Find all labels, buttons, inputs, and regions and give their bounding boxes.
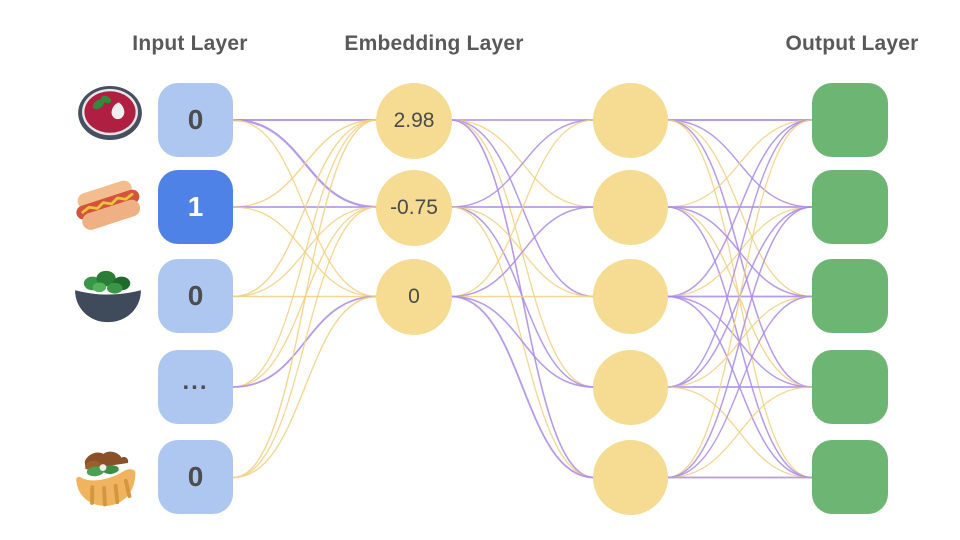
input-node-3: 0 <box>158 259 233 333</box>
embedding-node-3: 0 <box>376 259 452 335</box>
edge <box>450 119 595 298</box>
hidden-node-4 <box>593 350 668 425</box>
edge <box>232 119 378 479</box>
edge <box>450 206 595 298</box>
embedding-node-1: 2.98 <box>376 83 452 159</box>
input-node-5-value: 0 <box>187 461 204 492</box>
salad-bowl-icon <box>75 270 141 323</box>
edge <box>666 119 813 298</box>
edge <box>232 119 378 208</box>
input-node-4: ... <box>158 350 233 424</box>
soup-bowl-icon <box>78 85 142 141</box>
output-node-3 <box>812 259 888 333</box>
pita-sandwich-icon <box>73 451 138 509</box>
input-node-5: 0 <box>158 440 233 514</box>
embedding-layer-title: Embedding Layer <box>344 32 524 55</box>
output-node-5 <box>812 440 888 514</box>
input-node-1-value: 0 <box>187 104 204 135</box>
output-node-1 <box>812 83 888 157</box>
edge <box>666 119 813 388</box>
edge <box>666 119 813 208</box>
edge <box>232 119 378 388</box>
input-node-1: 0 <box>158 83 233 157</box>
edge <box>450 119 595 208</box>
input-layer-title: Input Layer <box>132 32 248 55</box>
edge <box>450 295 595 479</box>
embedding-node-3-value: 0 <box>408 285 420 308</box>
edge <box>666 295 813 479</box>
output-node-2 <box>812 170 888 244</box>
hot-dog-icon <box>76 180 141 230</box>
hidden-node-1 <box>593 83 668 158</box>
edge <box>450 295 595 388</box>
hidden-node-5 <box>593 440 668 515</box>
input-node-4-value: ... <box>182 368 209 395</box>
input-node-3-value: 0 <box>187 280 204 311</box>
output-node-4 <box>812 350 888 424</box>
edge <box>232 206 378 479</box>
hidden-node-2 <box>593 170 668 245</box>
edge <box>666 206 813 479</box>
hidden-node-3 <box>593 259 668 334</box>
output-layer-title: Output Layer <box>785 32 919 55</box>
edge <box>450 119 595 388</box>
input-node-2: 1 <box>158 170 233 244</box>
edge <box>666 386 813 479</box>
edge <box>232 295 378 479</box>
embedding-node-2-value: -0.75 <box>390 196 438 219</box>
edge <box>666 119 813 479</box>
embedding-node-2: -0.75 <box>376 170 452 246</box>
edge <box>232 119 378 298</box>
embedding-node-1-value: 2.98 <box>393 109 435 132</box>
input-node-2-value: 1 <box>187 191 204 222</box>
